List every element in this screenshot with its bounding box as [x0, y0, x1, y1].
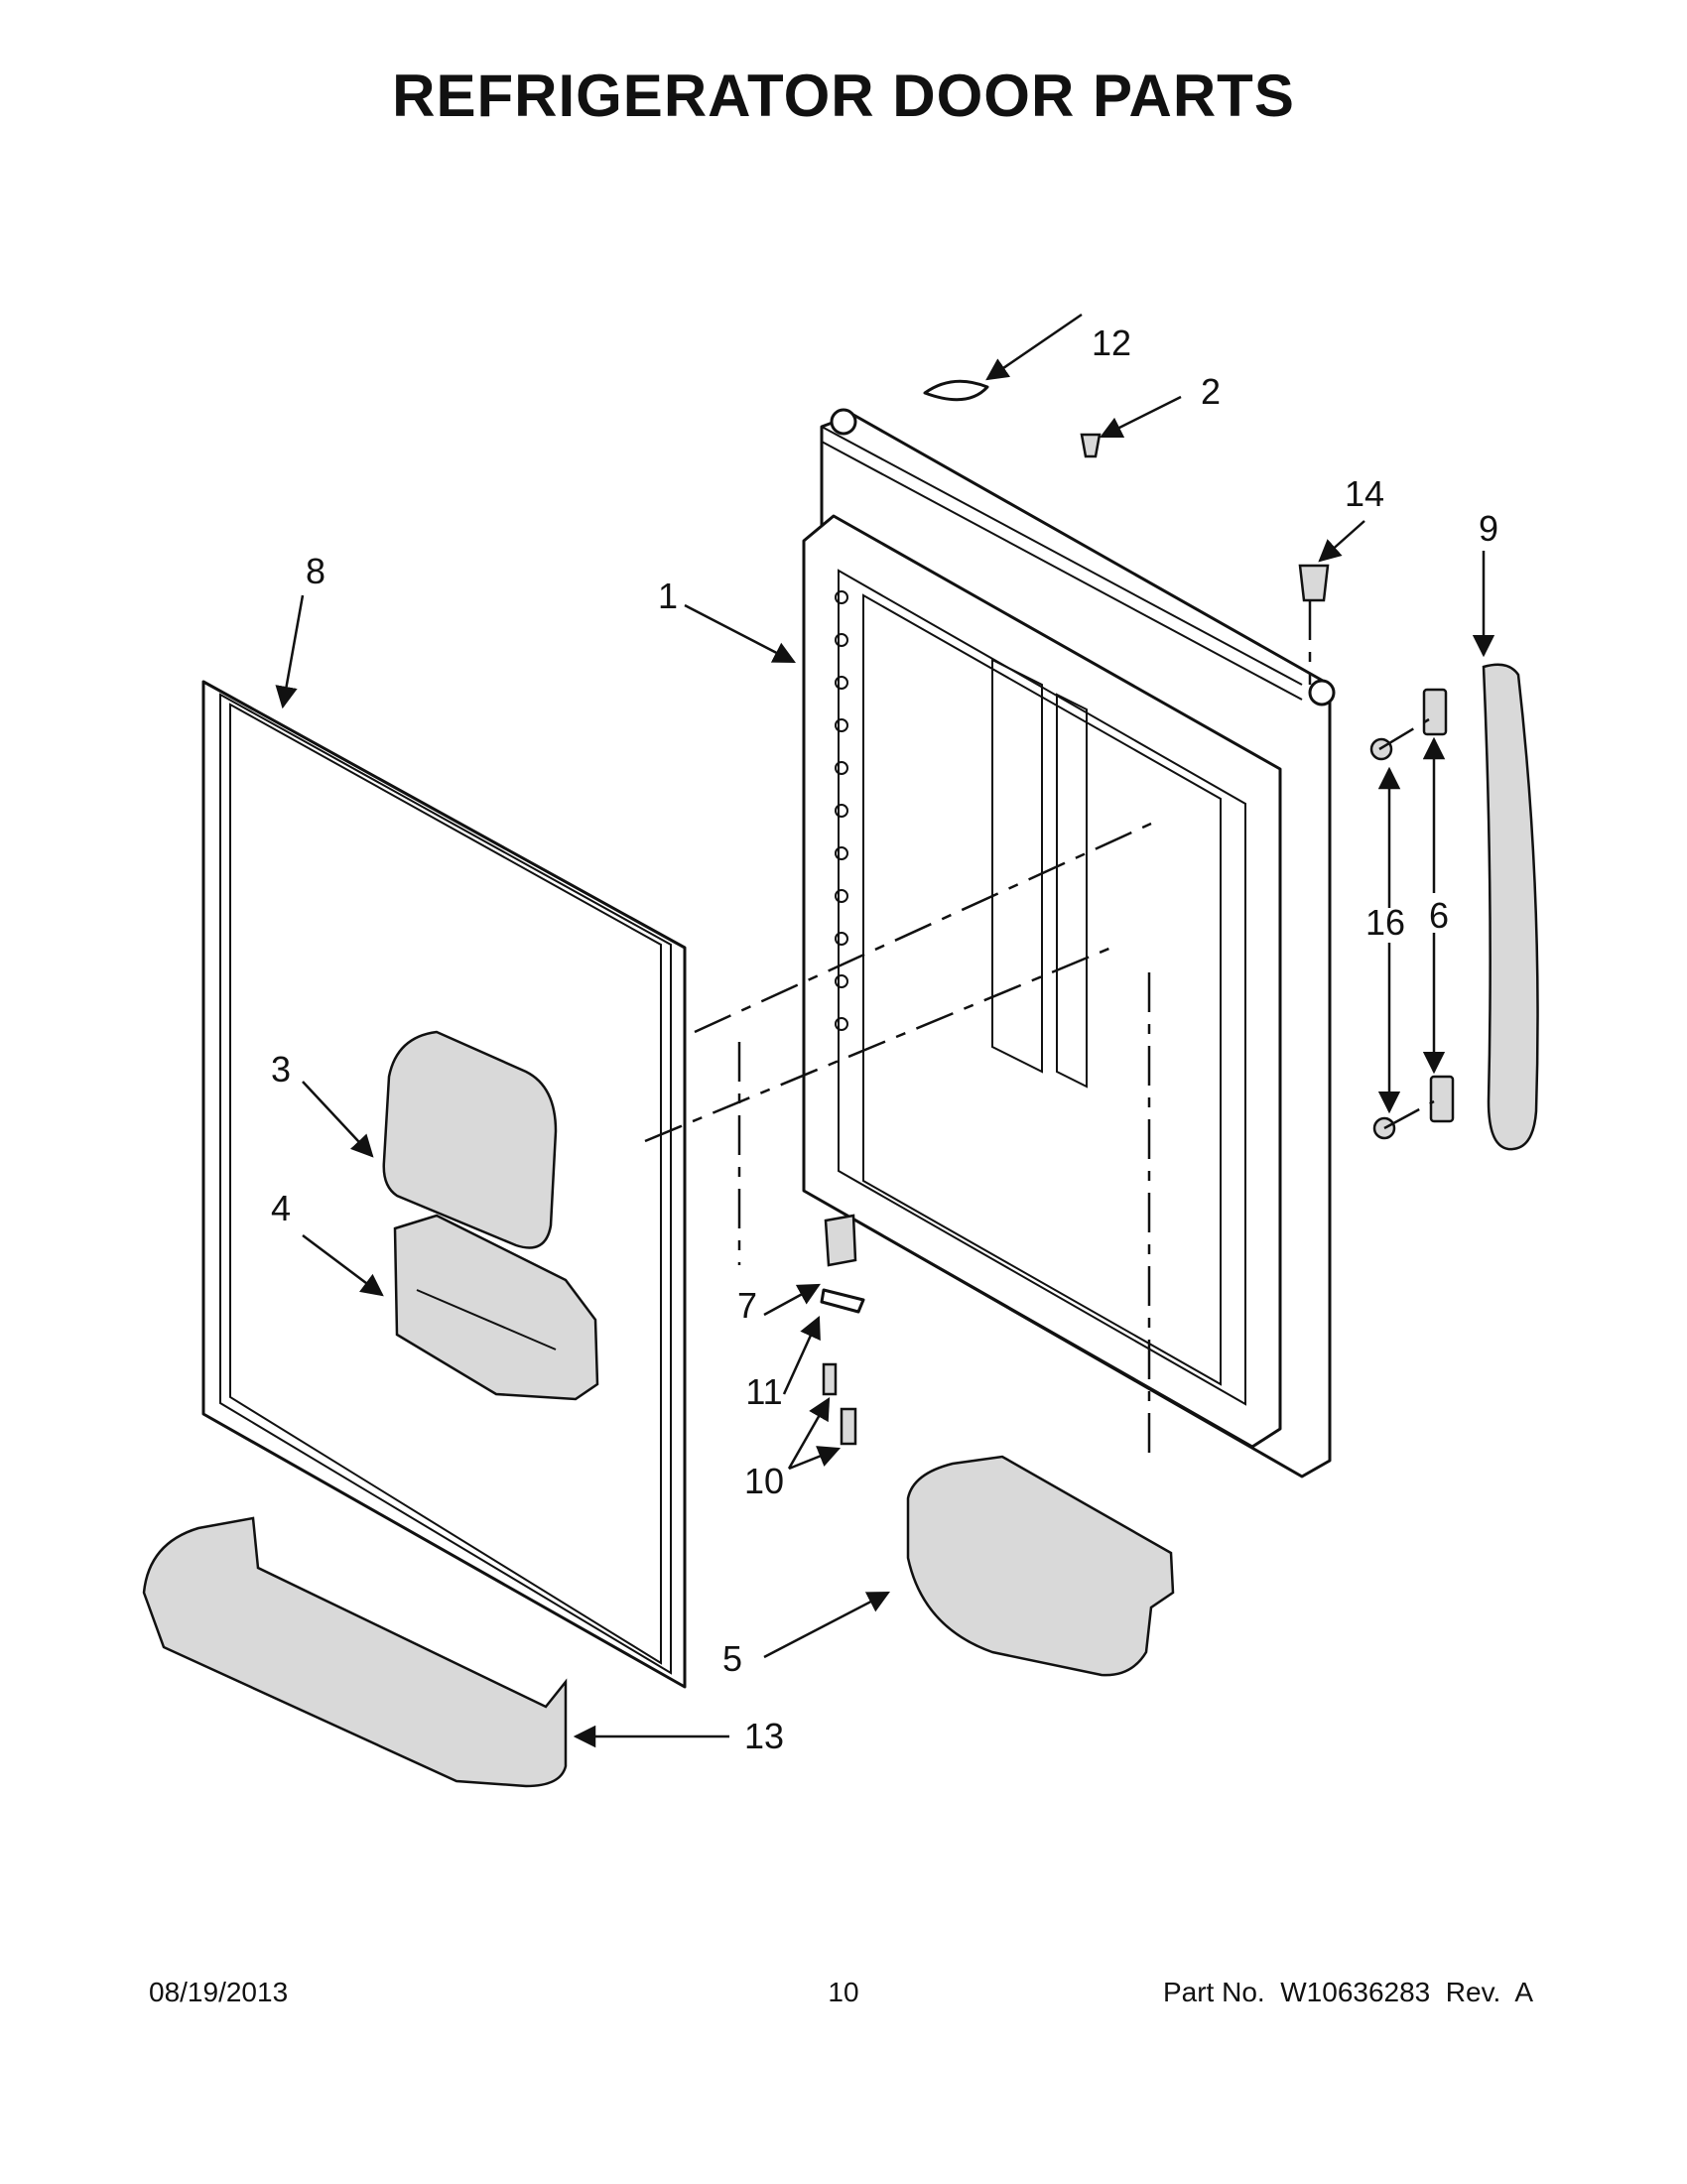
callout-16: 16 — [1365, 902, 1405, 943]
page-title: REFRIGERATOR DOOR PARTS — [392, 63, 1295, 129]
top-screw — [1080, 433, 1102, 458]
door-handle — [1482, 663, 1539, 1151]
footer-part-number: Part No. W10636283 Rev. A — [1162, 1977, 1533, 2007]
callout-8: 8 — [306, 551, 325, 591]
callout-7: 7 — [737, 1285, 757, 1326]
door-bin — [906, 1455, 1175, 1677]
assembly-lines — [644, 600, 1435, 1464]
callout-labels: 1 2 3 4 5 6 7 8 9 10 11 12 13 14 16 — [271, 322, 1498, 1756]
callout-11: 11 — [745, 1371, 782, 1412]
dispenser-cover — [382, 1030, 558, 1249]
callout-2: 2 — [1201, 371, 1221, 412]
callout-1: 1 — [658, 576, 678, 616]
callout-12: 12 — [1092, 322, 1131, 363]
door-liner — [802, 408, 1336, 1478]
plug — [1298, 564, 1330, 602]
callout-5: 5 — [722, 1638, 742, 1679]
handle-mount-upper — [1422, 688, 1448, 736]
hinge-assembly — [820, 1214, 865, 1446]
callout-13: 13 — [744, 1716, 784, 1756]
callout-4: 4 — [271, 1188, 291, 1228]
callout-3: 3 — [271, 1049, 291, 1090]
leader-lines — [275, 313, 1495, 1748]
callout-14: 14 — [1345, 473, 1384, 514]
callout-9: 9 — [1479, 508, 1498, 549]
shelf-pegs — [835, 590, 848, 1031]
gasket-clip — [923, 379, 989, 402]
callout-10: 10 — [744, 1461, 784, 1501]
footer-date: 08/19/2013 — [149, 1977, 289, 2007]
bottom-door-bin — [142, 1516, 568, 1788]
handle-mount-lower — [1429, 1075, 1455, 1123]
dispenser-tray — [393, 1214, 599, 1401]
footer-page-number: 10 — [828, 1977, 859, 2007]
callout-6: 6 — [1429, 895, 1449, 936]
